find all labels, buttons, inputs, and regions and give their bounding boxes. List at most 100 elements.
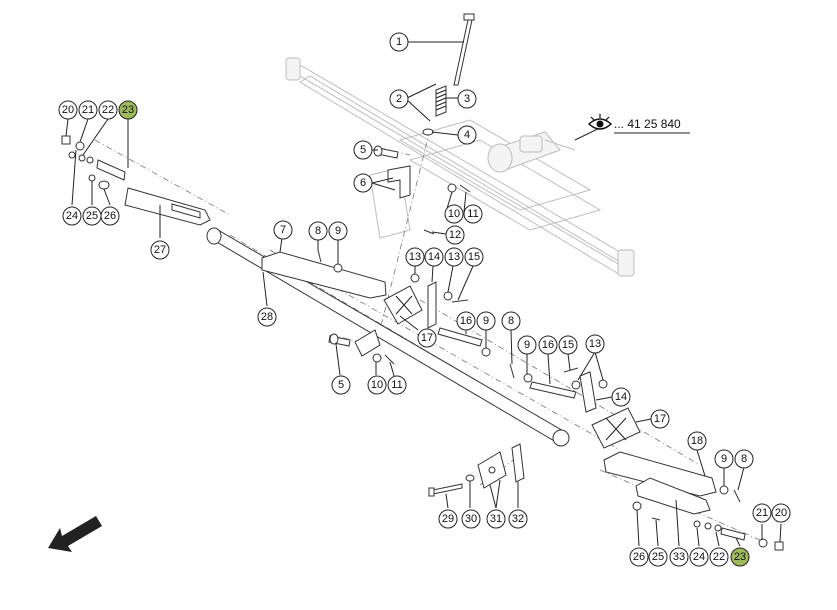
callout-1: 1 [389, 32, 409, 52]
svg-text:31: 31 [490, 513, 502, 525]
callout-11: 11 [463, 204, 483, 224]
svg-text:22: 22 [713, 551, 725, 563]
svg-text:24: 24 [693, 551, 705, 563]
reference-number: ... 41 25 840 [614, 117, 681, 131]
svg-text:26: 26 [104, 210, 116, 222]
svg-text:22: 22 [102, 104, 114, 116]
eye-icon [587, 114, 613, 130]
svg-text:27: 27 [154, 244, 166, 256]
svg-text:2: 2 [396, 93, 402, 105]
callout-18: 18 [687, 431, 707, 451]
callout-17: 17 [650, 409, 670, 429]
callout-9: 9 [517, 335, 537, 355]
svg-text:18: 18 [691, 435, 703, 447]
callout-8: 8 [734, 449, 754, 469]
callouts: 1 2 3 4 5 6 7 8 9 10 11 12 13 14 13 15 1… [58, 32, 791, 567]
svg-text:24: 24 [66, 210, 78, 222]
callout-10: 10 [367, 375, 387, 395]
svg-text:9: 9 [335, 225, 341, 237]
callout-10: 10 [444, 204, 464, 224]
svg-text:3: 3 [464, 93, 470, 105]
callout-4: 4 [457, 125, 477, 145]
callout-29: 29 [438, 509, 458, 529]
svg-text:4: 4 [464, 129, 470, 141]
svg-text:12: 12 [449, 229, 461, 241]
svg-text:14: 14 [615, 391, 627, 403]
svg-text:14: 14 [428, 251, 440, 263]
hydraulic-cylinder [487, 131, 576, 173]
callout-31: 31 [486, 509, 506, 529]
callout-25: 25 [82, 206, 102, 226]
svg-text:13: 13 [409, 251, 421, 263]
callout-32: 32 [508, 509, 528, 529]
svg-text:26: 26 [633, 551, 645, 563]
direction-arrow [48, 516, 102, 552]
callout-13: 13 [444, 247, 464, 267]
svg-text:15: 15 [562, 339, 574, 351]
svg-text:25: 25 [86, 210, 98, 222]
callout-26: 26 [100, 206, 120, 226]
parts [61, 13, 784, 551]
callout-27: 27 [150, 240, 170, 260]
callout-9: 9 [714, 449, 734, 469]
callout-17: 17 [417, 328, 437, 348]
callout-7: 7 [273, 220, 293, 240]
callout-30: 30 [461, 509, 481, 529]
svg-text:23: 23 [122, 104, 134, 116]
svg-text:21: 21 [756, 507, 768, 519]
svg-text:16: 16 [460, 315, 472, 327]
svg-text:5: 5 [360, 144, 366, 156]
callout-11: 11 [387, 375, 407, 395]
svg-text:20: 20 [775, 507, 787, 519]
svg-text:30: 30 [465, 513, 477, 525]
svg-text:9: 9 [483, 315, 489, 327]
callout-13: 13 [405, 247, 425, 267]
svg-text:6: 6 [360, 177, 366, 189]
reference-label: ... 41 25 840 [587, 114, 690, 134]
callout-20: 20 [771, 503, 791, 523]
callout-16: 16 [456, 311, 476, 331]
svg-text:17: 17 [654, 413, 666, 425]
callout-25: 25 [648, 547, 668, 567]
callout-16: 16 [538, 335, 558, 355]
callout-2: 2 [389, 89, 409, 109]
callout-8: 8 [501, 311, 521, 331]
callout-24: 24 [689, 547, 709, 567]
svg-text:11: 11 [467, 208, 478, 220]
callout-6: 6 [353, 173, 373, 193]
svg-text:15: 15 [468, 251, 480, 263]
callout-21: 21 [752, 503, 772, 523]
svg-text:13: 13 [448, 251, 460, 263]
svg-text:29: 29 [442, 513, 454, 525]
svg-text:7: 7 [280, 224, 286, 236]
callout-23: 23 [118, 100, 138, 120]
svg-text:10: 10 [448, 208, 460, 220]
callout-20: 20 [58, 100, 78, 120]
callout-3: 3 [457, 89, 477, 109]
callout-13: 13 [585, 334, 605, 354]
svg-text:11: 11 [391, 379, 402, 391]
svg-text:10: 10 [371, 379, 383, 391]
svg-text:1: 1 [396, 36, 402, 48]
callout-28: 28 [257, 307, 277, 327]
callout-8: 8 [308, 221, 328, 241]
callout-23: 23 [730, 547, 750, 567]
svg-text:33: 33 [673, 551, 685, 563]
svg-text:23: 23 [734, 551, 746, 563]
leader-lines [65, 41, 782, 547]
callout-14: 14 [611, 387, 631, 407]
callout-5: 5 [331, 375, 351, 395]
callout-26: 26 [629, 547, 649, 567]
svg-text:25: 25 [652, 551, 664, 563]
svg-text:8: 8 [741, 453, 747, 465]
callout-24: 24 [62, 206, 82, 226]
svg-text:17: 17 [421, 332, 433, 344]
svg-text:9: 9 [721, 453, 727, 465]
svg-text:8: 8 [315, 225, 321, 237]
callout-21: 21 [78, 100, 98, 120]
svg-text:16: 16 [542, 339, 554, 351]
callout-9: 9 [328, 221, 348, 241]
svg-text:20: 20 [62, 104, 74, 116]
svg-text:8: 8 [508, 315, 514, 327]
